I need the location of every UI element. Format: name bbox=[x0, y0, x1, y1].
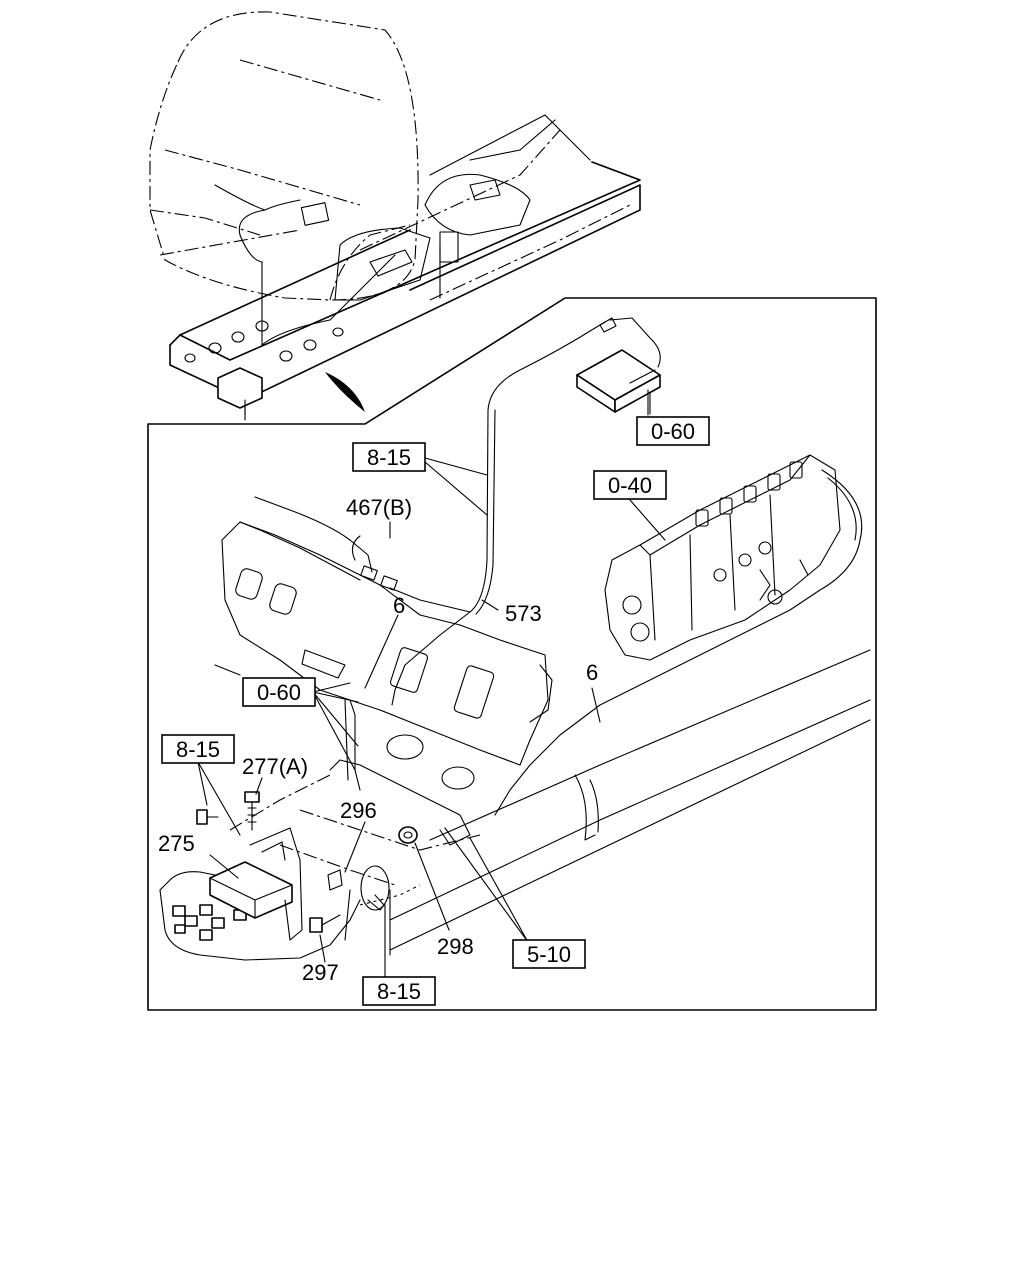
leader-lines bbox=[197, 391, 666, 981]
part-298-label: 298 bbox=[437, 934, 474, 959]
ref-8-15-bottom-text: 8-15 bbox=[377, 979, 421, 1004]
part-297-label: 297 bbox=[302, 960, 339, 985]
detail-frame bbox=[147, 297, 877, 1011]
frame-rail bbox=[214, 649, 871, 956]
part-573-label: 573 bbox=[505, 601, 542, 626]
ref-box-0-60-left: 0-60 bbox=[242, 677, 316, 707]
ref-box-5-10: 5-10 bbox=[512, 939, 586, 969]
part-277a-label: 277(A) bbox=[242, 754, 308, 779]
ref-8-15-top-text: 8-15 bbox=[367, 445, 411, 470]
ref-8-15-left-text: 8-15 bbox=[176, 737, 220, 762]
part-275-label: 275 bbox=[158, 831, 195, 856]
part-296-label: 296 bbox=[340, 798, 377, 823]
vehicle-overview bbox=[149, 11, 641, 421]
part-467b-label: 467(B) bbox=[346, 495, 412, 520]
ref-box-0-60-ecu: 0-60 bbox=[636, 416, 710, 446]
cross-member bbox=[221, 496, 553, 790]
ref-box-8-15-left: 8-15 bbox=[161, 734, 235, 764]
ref-0-60-ecu-text: 0-60 bbox=[651, 419, 695, 444]
ref-0-60-left-text: 0-60 bbox=[257, 680, 301, 705]
ref-5-10-text: 5-10 bbox=[527, 942, 571, 967]
ref-box-8-15-top: 8-15 bbox=[352, 442, 426, 472]
ref-box-0-40: 0-40 bbox=[593, 470, 667, 500]
ref-box-8-15-bottom: 8-15 bbox=[362, 976, 436, 1006]
ecu-module bbox=[391, 317, 661, 706]
part-6-upper-label: 6 bbox=[393, 593, 405, 618]
ref-0-40-text: 0-40 bbox=[608, 473, 652, 498]
left-harness bbox=[159, 699, 481, 961]
part-6-right-label: 6 bbox=[586, 660, 598, 685]
injection-pump bbox=[494, 454, 863, 816]
